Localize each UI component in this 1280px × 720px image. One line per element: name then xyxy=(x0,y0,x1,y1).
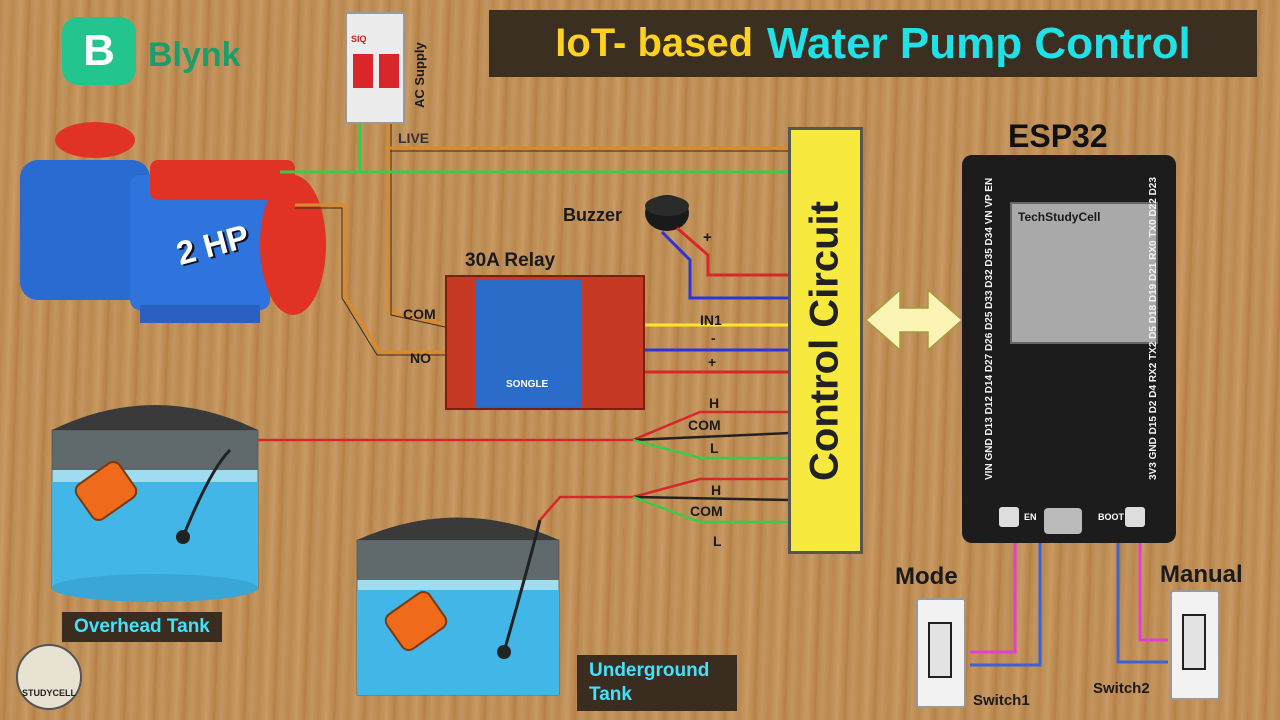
manual-title: Manual xyxy=(1160,561,1243,588)
en-button[interactable] xyxy=(999,507,1019,527)
usb-port xyxy=(1044,508,1082,534)
control-circuit-label: Control Circuit xyxy=(802,201,847,481)
blynk-logo: B xyxy=(62,17,136,85)
underground-tank-label: Underground Tank xyxy=(577,655,737,711)
title-main: Water Pump Control xyxy=(767,18,1191,68)
mcb-lever-left xyxy=(353,54,373,88)
overhead-com-label: COM xyxy=(688,417,721,433)
switch1-label: Switch1 xyxy=(973,692,1030,709)
esp32-pins-left: VIN GND D13 D12 D14 D27 D26 D25 D33 D32 … xyxy=(984,177,995,480)
buzzer-label: Buzzer xyxy=(563,205,623,225)
relay-com-label: COM xyxy=(403,306,436,322)
ac-supply-label: AC Supply xyxy=(412,42,427,108)
techstudycell-logo: STUDYCELL xyxy=(16,644,82,710)
boot-label: BOOT xyxy=(1098,512,1124,522)
mcb-breaker: SIQ xyxy=(345,12,405,124)
water-pump xyxy=(20,122,326,323)
boot-button[interactable] xyxy=(1125,507,1145,527)
overhead-float-switch xyxy=(74,461,138,521)
underground-h-label: H xyxy=(711,482,722,498)
logo-text: STUDYCELL xyxy=(22,688,76,698)
switch2-label: Switch2 xyxy=(1093,680,1150,697)
overhead-h-label: H xyxy=(709,395,720,411)
blynk-name: Blynk xyxy=(148,36,241,74)
relay-label: 30A Relay xyxy=(465,250,556,271)
plus-label: + xyxy=(708,354,717,370)
mcb-lever-right xyxy=(379,54,399,88)
buzzer xyxy=(645,195,689,231)
overhead-l-label: L xyxy=(710,440,719,456)
mode-switch-rocker[interactable] xyxy=(928,622,952,678)
esp32-pins-right: 3V3 GND D15 D2 D4 RX2 TX2 D5 D18 D19 D21… xyxy=(1148,177,1159,480)
en-label: EN xyxy=(1024,512,1037,522)
title-banner: IoT- based Water Pump Control xyxy=(489,10,1257,77)
esp32-title: ESP32 xyxy=(1008,118,1108,154)
minus-label: - xyxy=(711,330,716,346)
control-circuit-box xyxy=(788,127,863,554)
underground-float-switch xyxy=(384,591,448,651)
live-label: LIVE xyxy=(398,130,430,146)
bidirectional-arrow xyxy=(864,288,964,352)
relay-no-label: NO xyxy=(410,350,431,366)
relay-brand: SONGLE xyxy=(506,379,549,390)
overhead-tank-label: Overhead Tank xyxy=(62,612,222,642)
mcb-brand: SIQ xyxy=(351,34,367,44)
esp32-module xyxy=(1010,202,1158,344)
buzzer-plus-label: + xyxy=(703,229,712,246)
underground-tank xyxy=(356,517,560,696)
in1-label: IN1 xyxy=(700,312,722,328)
underground-l-label: L xyxy=(713,533,722,549)
underground-com-label: COM xyxy=(690,503,723,519)
manual-switch-rocker[interactable] xyxy=(1182,614,1206,670)
relay-coil: SONGLE xyxy=(476,279,581,407)
mode-title: Mode xyxy=(895,563,958,590)
title-prefix: IoT- based xyxy=(555,21,754,65)
esp32-module-brand: TechStudyCell xyxy=(1018,210,1101,224)
